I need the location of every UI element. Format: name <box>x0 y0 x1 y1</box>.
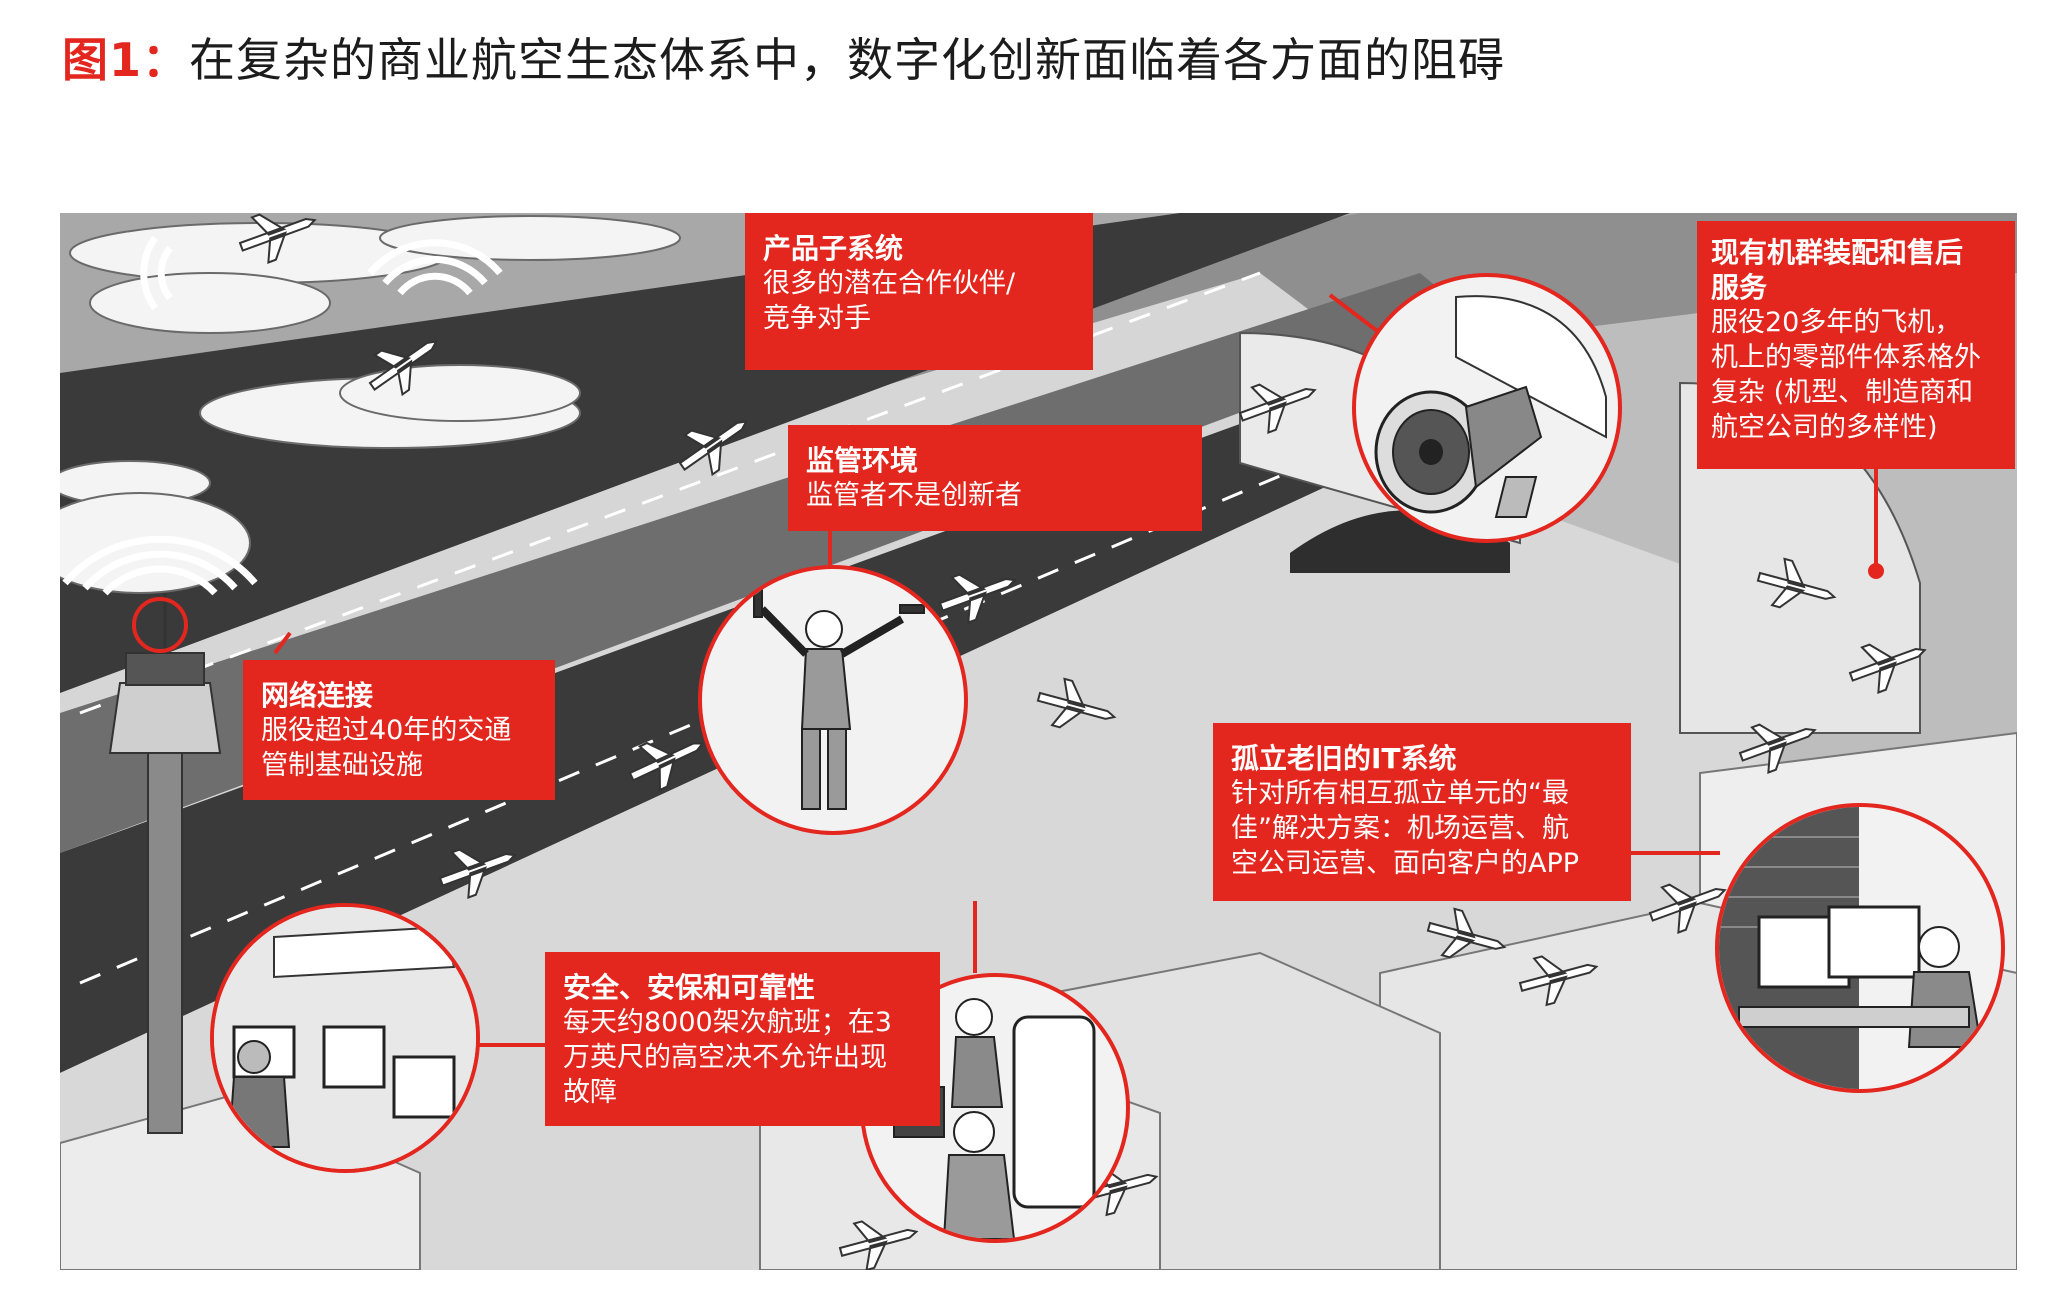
airplane-icon <box>1036 677 1117 729</box>
callout-text: 复杂 (机型、制造商和 <box>1711 377 1974 408</box>
callout-product-subsystems: 产品子系统 很多的潜在合作伙伴/ 竞争对手 <box>745 213 1093 370</box>
airplane-icon <box>1756 557 1837 609</box>
callout-text: 佳”解决方案：机场运营、航 <box>1231 813 1569 844</box>
control-room-detail-circle <box>210 903 480 1173</box>
callout-text: 竞争对手 <box>763 303 871 334</box>
callout-text: 航空公司的多样性) <box>1711 412 1938 443</box>
callout-regulatory: 监管环境 监管者不是创新者 <box>788 425 1202 531</box>
callout-text: 很多的潜在合作伙伴/ <box>763 268 1016 299</box>
callout-heading: 产品子系统 <box>763 232 904 265</box>
airplane-icon <box>368 340 439 397</box>
jet-engine-icon <box>1374 385 1543 514</box>
figure-label: 图1： <box>62 33 190 87</box>
callout-text: 针对所有相互孤立单元的“最 <box>1231 778 1569 809</box>
airplane-icon <box>1518 955 1599 1007</box>
airplane-icon <box>238 213 317 264</box>
airplane-icon <box>938 573 1017 624</box>
ground-marshal-figure <box>753 588 925 810</box>
airplane-icon <box>1738 723 1817 774</box>
callout-text: 管制基础设施 <box>261 750 423 781</box>
callout-fleet-aftermarket: 现有机群装配和售后 服务 服役20多年的飞机， 机上的零部件体系格外 复杂 (机… <box>1697 221 2015 469</box>
airplane-icon <box>1426 907 1507 959</box>
callout-text: 监管者不是创新者 <box>806 480 1022 511</box>
callout-text: 服役20多年的飞机， <box>1711 307 1962 338</box>
airplane-icon <box>678 420 749 477</box>
airplane-icon <box>1238 383 1317 434</box>
callout-text: 机上的零部件体系格外 <box>1711 342 1981 373</box>
callout-leaders <box>273 293 1878 1047</box>
airplane-icon <box>1848 643 1927 694</box>
callout-heading: 网络连接 <box>261 679 374 712</box>
callout-legacy-it: 孤立老旧的IT系统 针对所有相互孤立单元的“最 佳”解决方案：机场运营、航 空公… <box>1213 723 1631 901</box>
callout-heading: 监管环境 <box>806 444 919 477</box>
callout-safety: 安全、安保和可靠性 每天约8000架次航班；在3 万英尺的高空决不允许出现 故障 <box>545 952 940 1126</box>
engine-detail-circle <box>1352 273 1622 543</box>
airport-illustration: 产品子系统 很多的潜在合作伙伴/ 竞争对手 现有机群装配和售后 服务 服役20多… <box>60 213 2017 1270</box>
callout-text: 故障 <box>563 1077 617 1108</box>
airplanes <box>238 213 1927 1270</box>
it-workstation-detail-circle <box>1715 803 2005 1093</box>
fleet-marker-dot <box>1868 563 1884 579</box>
callout-text: 万英尺的高空决不允许出现 <box>563 1042 887 1073</box>
tower-antenna-highlight <box>132 597 188 653</box>
kiosk <box>1012 1015 1096 1209</box>
clouds <box>60 215 681 594</box>
callout-network: 网络连接 服役超过40年的交通 管制基础设施 <box>243 660 555 800</box>
wifi-signal-icon <box>62 235 503 596</box>
callout-text: 服役超过40年的交通 <box>261 715 512 746</box>
airplane-icon <box>438 848 517 899</box>
figure-title-text: 在复杂的商业航空生态体系中，数字化创新面临着各方面的阻碍 <box>189 33 1506 87</box>
control-tower-icon <box>108 593 222 1134</box>
airplane-icon <box>628 741 705 792</box>
callout-text: 空公司运营、面向客户的APP <box>1231 848 1580 879</box>
callout-heading: 现有机群装配和售后 <box>1711 236 1964 269</box>
regulator-detail-circle <box>698 565 968 835</box>
callout-heading: 孤立老旧的IT系统 <box>1231 742 1457 775</box>
airplane-icon <box>838 1220 919 1270</box>
callout-heading: 服务 <box>1711 271 1768 304</box>
figure-title: 图1：在复杂的商业航空生态体系中，数字化创新面临着各方面的阻碍 <box>62 24 1505 90</box>
callout-heading: 安全、安保和可靠性 <box>563 971 816 1004</box>
callout-text: 每天约8000架次航班；在3 <box>563 1007 892 1038</box>
